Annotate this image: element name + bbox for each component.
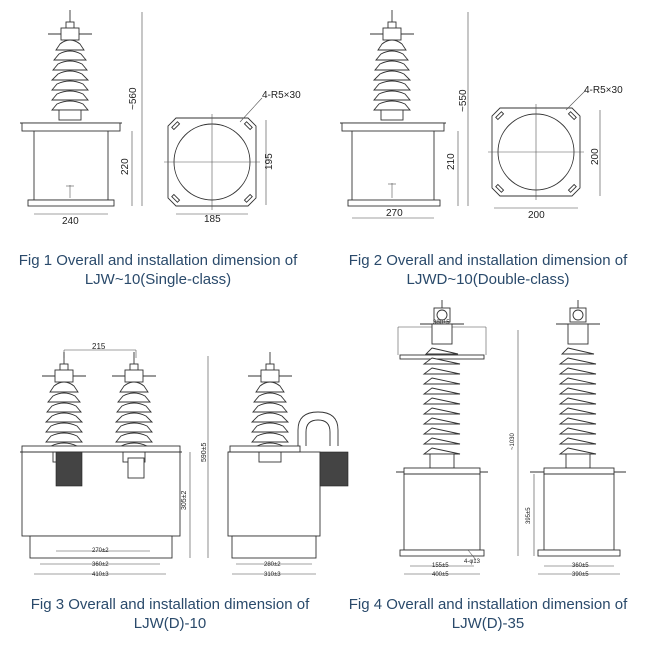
fig1-base-label: 240 xyxy=(62,216,79,227)
fig1-drawing: ~560 220 240 4-R5×30 195 185 xyxy=(20,9,301,227)
fig4-top-label: 380±5 xyxy=(433,320,450,326)
fig4-drawing: 380±5 155±5 400±5 4-φ13 ~1030 395±5 360±… xyxy=(396,299,626,578)
fig3-d4-label: 280±2 xyxy=(264,562,281,568)
fig3-drawing: 215 590±5 305±2 270±2 360±2 410±3 280±2 … xyxy=(20,342,349,578)
fig4-d2-label: 400±5 xyxy=(432,572,449,578)
fig2-height-label: ~550 xyxy=(458,89,469,112)
fig1-mid-label: 220 xyxy=(120,158,131,175)
fig3-height-label: 590±5 xyxy=(201,442,208,462)
fig3-d3-label: 410±3 xyxy=(92,572,109,578)
fig3-d1-label: 270±2 xyxy=(92,548,109,554)
fig2-top-view xyxy=(487,89,601,209)
fig2-bottom-label: 200 xyxy=(528,210,545,221)
fig3-d2-label: 360±2 xyxy=(92,562,109,568)
fig1-hole-label: 4-R5×30 xyxy=(262,90,301,101)
fig2-hole-label: 4-R5×30 xyxy=(584,85,623,96)
fig4-d1-label: 155±5 xyxy=(432,563,449,569)
fig1-front-view xyxy=(20,9,143,215)
fig2-mid-label: 210 xyxy=(446,153,457,170)
fig4-front-view xyxy=(396,299,488,575)
fig4-hole-label: 4-φ13 xyxy=(464,559,481,565)
fig2-drawing: ~550 210 270 4-R5×30 200 200 xyxy=(340,9,623,221)
fig3-spacing-label: 215 xyxy=(92,342,106,351)
fig4-mid-label: 395±5 xyxy=(526,507,532,524)
fig4-d3-label: 360±5 xyxy=(572,563,589,569)
fig2-base-label: 270 xyxy=(386,208,403,219)
fig1-top-view xyxy=(163,97,267,215)
fig4-d4-label: 390±5 xyxy=(572,572,589,578)
fig3-front-view xyxy=(20,349,209,575)
fig3-mid-label: 305±2 xyxy=(181,490,188,510)
fig4-side-view xyxy=(517,299,626,575)
fig3-d5-label: 310±3 xyxy=(264,572,281,578)
fig1-bottom-label: 185 xyxy=(204,214,221,225)
fig2-side-label: 200 xyxy=(590,148,601,165)
fig2-caption: Fig 2 Overall and installation dimension… xyxy=(348,252,628,288)
fig1-side-label: 195 xyxy=(264,153,275,170)
fig4-caption: Fig 4 Overall and installation dimension… xyxy=(348,596,628,632)
fig3-caption: Fig 3 Overall and installation dimension… xyxy=(30,596,310,632)
fig1-height-label: ~560 xyxy=(128,87,139,110)
fig1-caption: Fig 1 Overall and installation dimension… xyxy=(18,252,298,288)
fig3-side-view xyxy=(227,351,349,575)
fig4-height-label: ~1030 xyxy=(510,432,516,450)
fig2-front-view xyxy=(340,9,469,219)
